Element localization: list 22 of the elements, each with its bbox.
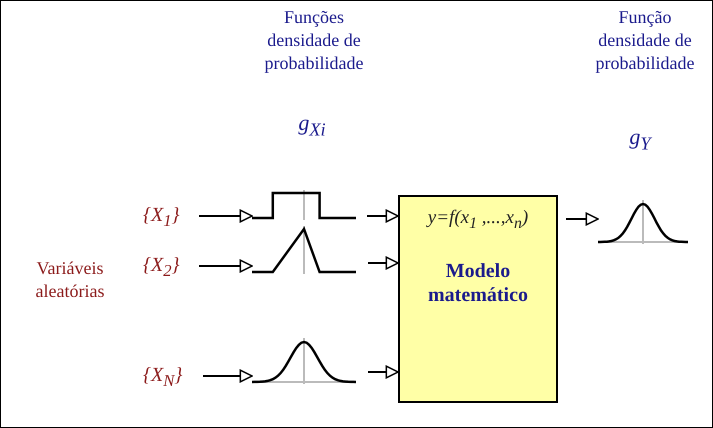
heading-text: Funções densidade de probabilidade [264, 6, 364, 75]
triangular-curve-drawing [252, 226, 356, 274]
arrow [203, 369, 253, 383]
rectangular-pulse-drawing [252, 190, 356, 220]
bell-curve-drawing [252, 338, 356, 384]
side-label: Variáveis aleatórias [34, 257, 106, 303]
arrow [199, 209, 253, 223]
arrow [368, 365, 399, 379]
box-title: Modelo matemático [427, 259, 529, 307]
heading-text: Função densidade de probabilidade [594, 6, 696, 75]
bell-curve-drawing [598, 200, 688, 244]
arrow [368, 256, 399, 270]
arrow [367, 209, 399, 223]
function-symbol: g$_{Y}$ [628, 123, 654, 156]
arrow [566, 212, 599, 226]
formula: y=f(x$_{1}$ ,...,x$_{n}$) [425, 207, 530, 233]
function-symbol: g$_{Xi}$ [297, 109, 327, 142]
model-box [398, 195, 558, 403]
arrow [199, 259, 253, 273]
variable-label: {X$_{N}$} [143, 362, 182, 394]
variable-label: {X$_{2}$} [143, 252, 180, 284]
variable-label: {X$_{1}$} [143, 202, 180, 234]
